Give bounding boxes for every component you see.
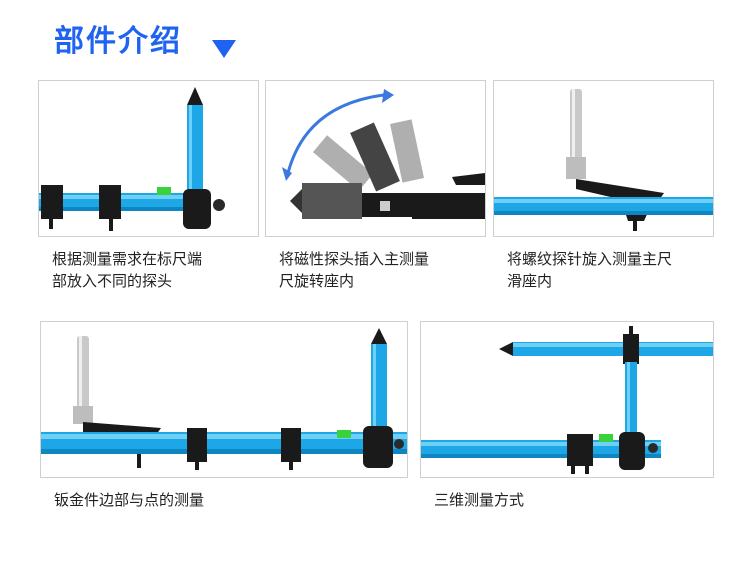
rotating-base — [619, 432, 645, 470]
cross-clamp — [623, 334, 639, 364]
clamp-block — [567, 434, 593, 466]
caption-3d-measurement: 三维测量方式 — [434, 491, 525, 509]
rotate-arrow-icon — [286, 93, 385, 174]
panel-magnetic-probe — [265, 80, 486, 237]
probe-placement-illustration — [39, 87, 225, 231]
knob-icon — [648, 443, 658, 453]
caption-sheet-metal-edge: 钣金件边部与点的测量 — [54, 491, 205, 509]
threaded-probe-illustration — [494, 89, 713, 231]
magnetic-probe-illustration — [282, 89, 485, 219]
clamp-block — [99, 185, 121, 219]
cone-probe-tip — [499, 342, 513, 356]
panel-probe-placement — [38, 80, 259, 237]
cone-probe-tip — [187, 87, 203, 105]
cone-probe-tip — [371, 328, 387, 344]
knob-icon — [213, 199, 225, 211]
caption-threaded-probe: 将螺纹探针旋入测量主尺 滑座内 — [507, 250, 673, 290]
knob-icon — [394, 439, 404, 449]
level-bubble — [337, 430, 351, 438]
sheet-metal-illustration — [41, 328, 407, 470]
panel-3d-measurement — [420, 321, 714, 478]
panel-sheet-metal-edge — [40, 321, 408, 478]
rotating-base — [302, 183, 362, 219]
vertical-ruler — [625, 362, 637, 442]
caption-magnetic-probe: 将磁性探头插入主测量 尺旋转座内 — [279, 250, 430, 290]
threaded-probe — [77, 336, 89, 408]
clamp-block — [41, 185, 63, 219]
threaded-probe — [570, 89, 582, 159]
triangle-down-icon — [212, 40, 236, 58]
clamp-block — [281, 428, 301, 462]
caption-probe-placement: 根据测量需求在标尺端 部放入不同的探头 — [52, 250, 203, 290]
magnetic-probe — [350, 122, 400, 192]
panel-threaded-probe — [493, 80, 714, 237]
3d-measurement-illustration — [421, 326, 713, 474]
level-bubble — [599, 434, 613, 442]
level-bubble — [157, 187, 171, 195]
main-ruler-body — [412, 193, 485, 219]
rotating-base — [363, 426, 393, 468]
rotating-base — [183, 189, 211, 229]
clamp-block — [187, 428, 207, 462]
page-title: 部件介绍 — [54, 24, 182, 59]
